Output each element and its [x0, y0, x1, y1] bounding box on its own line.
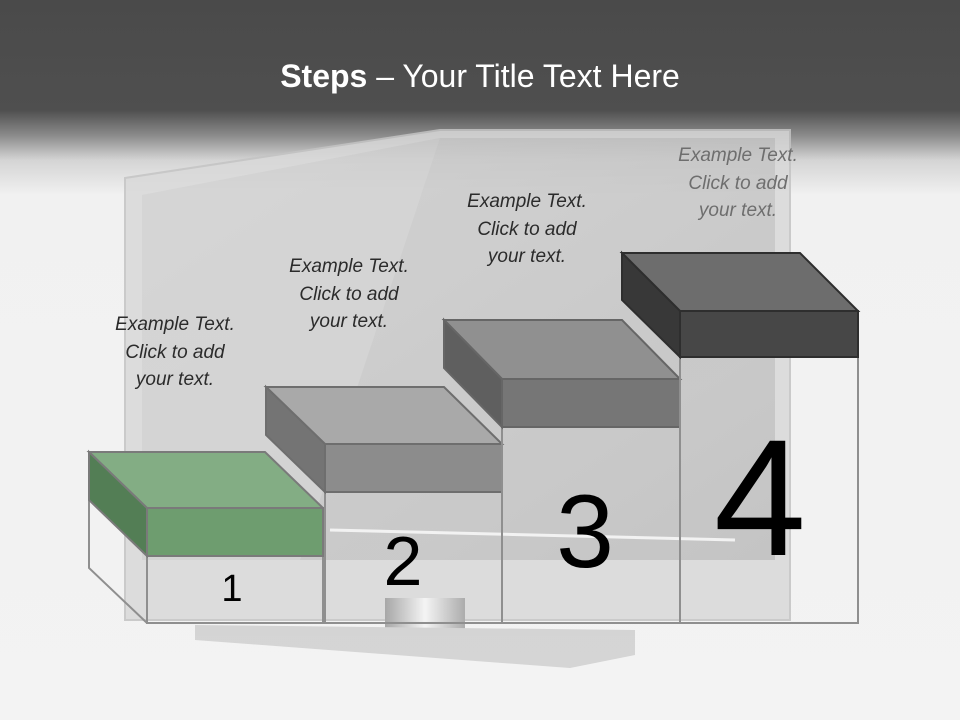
title-rest: – Your Title Text Here	[367, 58, 680, 94]
step-3-caption[interactable]: Example Text. Click to add your text.	[437, 188, 617, 271]
step-3-block[interactable]	[441, 317, 683, 624]
title-bold: Steps	[280, 58, 368, 94]
step-2-caption-line-2: Click to add	[299, 283, 399, 305]
step-1-block[interactable]	[86, 449, 326, 624]
step-3-caption-line-2: Click to add	[477, 218, 577, 240]
step-1-number: 1	[221, 568, 243, 610]
step-4-block[interactable]	[619, 250, 861, 624]
step-4-number: 4	[713, 406, 807, 591]
step-2-caption[interactable]: Example Text. Click to add your text.	[259, 253, 439, 336]
step-2-number: 2	[383, 522, 423, 600]
step-4-caption-line-2: Click to add	[688, 172, 788, 194]
step-1-caption[interactable]: Example Text. Click to add your text.	[85, 311, 265, 394]
step-1-caption-line-2: Click to add	[125, 341, 225, 363]
step-3-caption-line-1: Example Text.	[467, 191, 587, 212]
step-2-caption-line-3: your text.	[309, 311, 389, 332]
step-1-caption-line-1: Example Text.	[115, 314, 235, 335]
step-2-caption-line-1: Example Text.	[289, 256, 409, 277]
step-4-caption[interactable]: Example Text. Click to add your text.	[648, 142, 828, 225]
step-3-caption-line-3: your text.	[487, 246, 567, 267]
slide-title[interactable]: Steps – Your Title Text Here	[0, 52, 960, 100]
step-3-number: 3	[556, 474, 614, 590]
step-4-caption-line-3: your text.	[698, 200, 778, 221]
step-4-caption-line-1: Example Text.	[678, 145, 798, 166]
step-1-caption-line-3: your text.	[135, 369, 215, 390]
